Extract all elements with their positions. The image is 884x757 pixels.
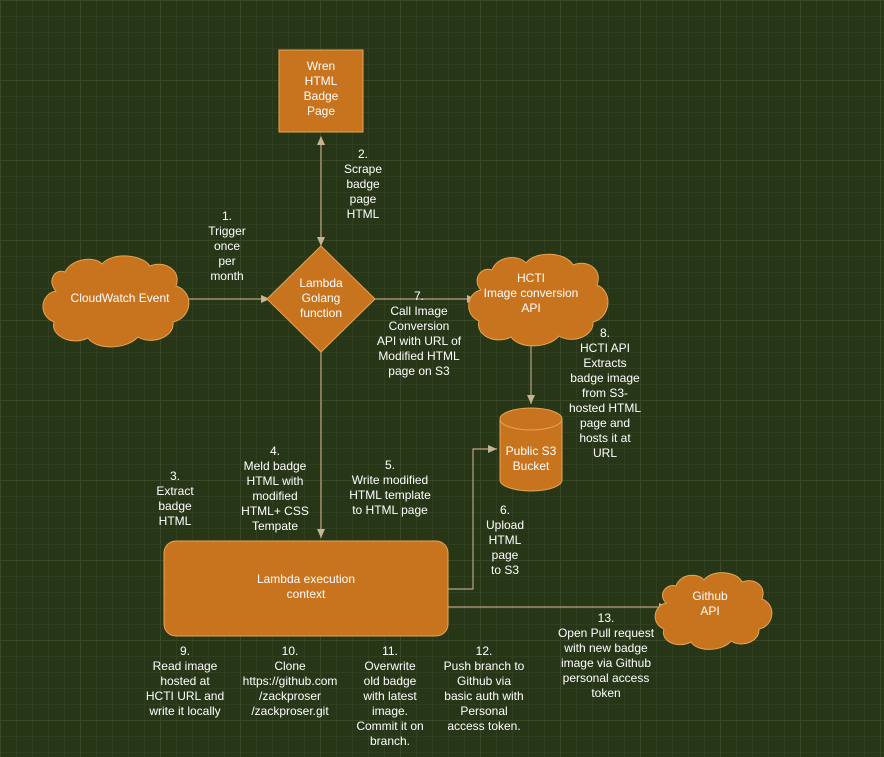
step-10-label: 10. Clone https://github.com /zackproser…	[242, 644, 338, 718]
step-4-label: 4. Meld badge HTML with modified HTML+ C…	[241, 444, 309, 533]
wren-page-label: Wren HTML Badge Page	[303, 59, 339, 118]
step-13-label: 13. Open Pull request with new badge ima…	[557, 611, 655, 700]
step-5-label: 5. Write modified HTML template to HTML …	[349, 458, 431, 517]
step-12-label: 12. Push branch to Github via basic auth…	[443, 644, 525, 733]
lambda-function-node[interactable]	[266, 245, 376, 353]
step-11-label: 11. Overwrite old badge with latest imag…	[356, 644, 424, 748]
lambda-context-label: Lambda execution context	[256, 572, 356, 601]
step-8-label: 8. HCTI API Extracts badge image from S3…	[568, 326, 642, 460]
wren-page-node[interactable]	[278, 49, 364, 133]
step-1-label: 1. Trigger once per month	[208, 209, 246, 283]
hcti-label: HCTI Image conversion API	[483, 271, 579, 315]
lambda-context-node[interactable]	[163, 540, 449, 637]
step-2-label: 2. Scrape badge page HTML	[343, 147, 383, 221]
step-9-label: 9. Read image hosted at HCTI URL and wri…	[145, 644, 225, 718]
hcti-cloud-node[interactable]	[468, 253, 609, 347]
step-6-label: 6. Upload HTML page to S3	[485, 503, 525, 577]
cloudwatch-label: CloudWatch Event	[70, 291, 170, 305]
s3-bucket-node[interactable]	[499, 407, 563, 492]
s3-bucket-label: Public S3 Bucket	[505, 444, 557, 473]
edge-context-s3	[448, 445, 497, 590]
github-label: Github API	[692, 589, 728, 618]
github-cloud-node[interactable]	[654, 572, 773, 650]
lambda-function-label: Lambda Golang function	[299, 276, 343, 320]
step-3-label: 3. Extract badge HTML	[156, 469, 194, 528]
cloudwatch-cloud-node[interactable]	[42, 255, 190, 348]
step-7-label: 7. Call Image Conversion API with URL of…	[376, 289, 462, 378]
